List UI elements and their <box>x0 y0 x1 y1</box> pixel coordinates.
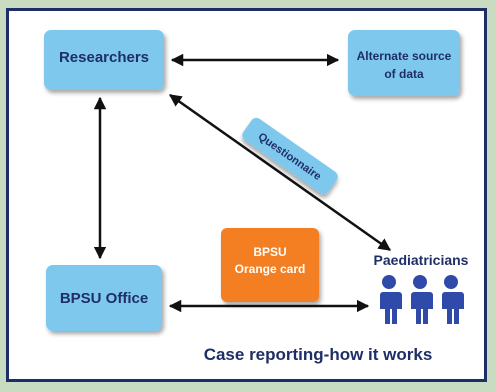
person-icon <box>410 275 433 324</box>
bpsu-orange-card-node: BPSU Orange card <box>221 228 319 302</box>
arrow-researchers-paediatricians <box>168 93 392 252</box>
paediatricians-label: Paediatricians <box>374 252 469 268</box>
diagram-caption: Case reporting-how it works <box>204 345 433 364</box>
alternate-source-label-line2: of data <box>384 67 424 81</box>
people-icon <box>379 275 464 324</box>
person-icon <box>441 275 464 324</box>
researchers-label: Researchers <box>59 49 149 66</box>
person-icon <box>379 275 402 324</box>
alternate-source-node: Alternate source of data <box>348 30 460 96</box>
orange-card-label-line1: BPSU <box>253 245 286 259</box>
bpsu-office-node: BPSU Office <box>46 265 162 331</box>
researchers-node: Researchers <box>44 30 164 90</box>
bpsu-office-label: BPSU Office <box>60 290 148 307</box>
alternate-source-label-line1: Alternate source <box>357 49 452 63</box>
orange-card-label-line2: Orange card <box>235 262 306 276</box>
